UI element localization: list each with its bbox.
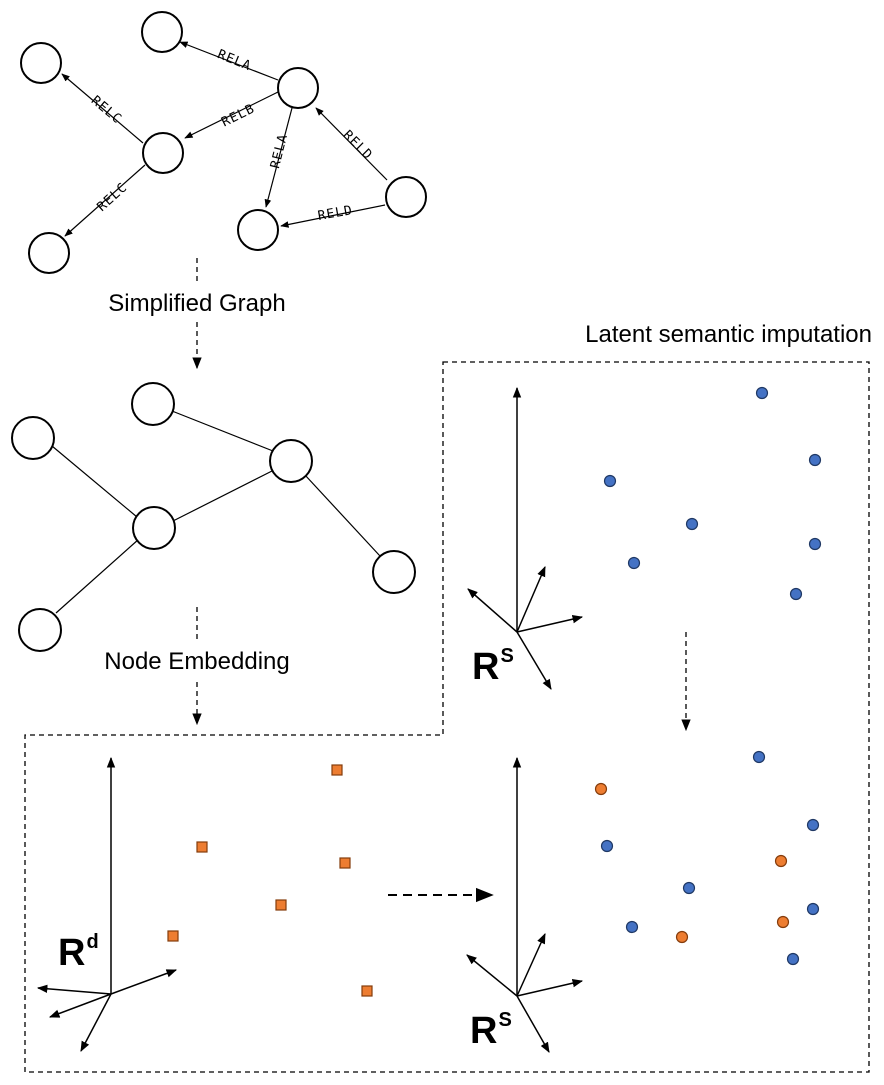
- semantic-point: [600, 839, 614, 853]
- simplified-graph: [11, 382, 416, 652]
- graph-node: [385, 176, 427, 218]
- latent-imputation-region: [24, 361, 870, 1073]
- edge-rela-down: [264, 107, 293, 208]
- graph-node: [11, 416, 55, 460]
- edge-relb: [184, 91, 279, 139]
- graph-edge: [55, 538, 140, 614]
- imputed-point: [594, 782, 608, 796]
- axes-semantic-lower: [466, 756, 584, 1053]
- relation-label-relb: RELB: [219, 101, 257, 130]
- graph-node: [372, 550, 416, 594]
- imputed-point: [675, 930, 689, 944]
- graph-node: [131, 382, 175, 426]
- relation-label-reld: RELD: [317, 203, 354, 224]
- imputed-point: [776, 915, 790, 929]
- semantic-point: [806, 818, 820, 832]
- graph-node: [132, 506, 176, 550]
- semantic-points-upper: [603, 386, 822, 601]
- graph-node: [18, 608, 62, 652]
- caption-latent-imputation: Latent semantic imputation: [585, 321, 872, 348]
- embedding-point: [275, 899, 287, 911]
- semantic-point: [685, 517, 699, 531]
- imputed-point: [774, 854, 788, 868]
- relation-label-relc: RELC: [95, 180, 131, 215]
- axes-graph-space: [36, 756, 177, 1052]
- semantic-point: [808, 537, 822, 551]
- semantic-point: [603, 474, 617, 488]
- graph-embedding-points: [167, 764, 373, 997]
- graph-node: [28, 232, 70, 274]
- semantic-point: [682, 881, 696, 895]
- semantic-point: [789, 587, 803, 601]
- graph-node: [277, 67, 319, 109]
- caption-node-embedding: Node Embedding: [104, 648, 289, 675]
- edge-relc-lower: [64, 164, 146, 237]
- embedding-point: [361, 985, 373, 997]
- semantic-points-lower: [594, 750, 820, 966]
- knowledge-graph: RELA RELB RELC RELC RELA RELD RELD: [20, 11, 427, 274]
- graph-node: [269, 439, 313, 483]
- embedding-point: [196, 841, 208, 853]
- semantic-point: [627, 556, 641, 570]
- space-label-semantic: RS: [470, 1009, 512, 1052]
- edge-reld-upper: [315, 107, 388, 181]
- space-label-semantic: RS: [472, 645, 514, 688]
- graph-edge: [304, 474, 381, 557]
- edge-relc-upper: [61, 73, 144, 144]
- relation-label-relc: RELC: [88, 93, 125, 127]
- embedding-point: [339, 857, 351, 869]
- edge-reld-lower: [280, 204, 386, 228]
- relation-label-rela: RELA: [268, 132, 291, 170]
- graph-node: [20, 42, 62, 84]
- semantic-point: [806, 902, 820, 916]
- graph-node: [237, 209, 279, 251]
- caption-simplified-graph: Simplified Graph: [108, 290, 285, 317]
- edge-rela-top: [179, 41, 279, 81]
- relation-label-reld: RELD: [340, 128, 376, 164]
- space-label-graph: Rd: [58, 931, 99, 974]
- graph-node: [142, 132, 184, 174]
- semantic-point: [752, 750, 766, 764]
- embedding-point: [167, 930, 179, 942]
- axes-semantic-upper: [467, 386, 584, 690]
- embedding-point: [331, 764, 343, 776]
- relation-label-rela: RELA: [215, 47, 253, 74]
- graph-node: [141, 11, 183, 53]
- semantic-point: [808, 453, 822, 467]
- graph-edge: [171, 410, 274, 452]
- graph-edge: [51, 445, 138, 518]
- semantic-point: [625, 920, 639, 934]
- semantic-point: [786, 952, 800, 966]
- semantic-point: [755, 386, 769, 400]
- graph-edge: [172, 470, 273, 522]
